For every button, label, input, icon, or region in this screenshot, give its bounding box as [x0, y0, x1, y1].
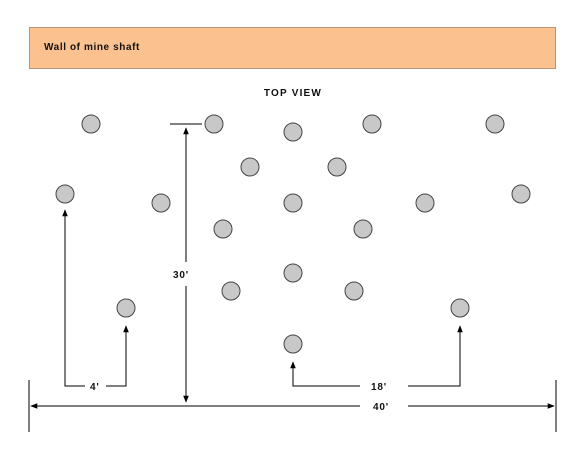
mine-shaft-wall: Wall of mine shaft — [29, 27, 556, 69]
view-title: TOP VIEW — [263, 88, 323, 99]
dimension-4ft: 4' — [62, 209, 129, 393]
hole — [204, 114, 224, 134]
hole — [81, 114, 101, 134]
dimension-arrow-center-hole — [290, 361, 360, 387]
hole — [344, 281, 364, 301]
hole — [327, 157, 347, 177]
blast-holes — [55, 114, 531, 354]
dimension-arrow-right-hole — [106, 325, 129, 387]
hole — [283, 122, 303, 142]
hole — [485, 114, 505, 134]
hole — [511, 184, 531, 204]
hole — [283, 263, 303, 283]
dimension-30ft: 30' — [170, 123, 202, 403]
hole — [362, 114, 382, 134]
dimension-arrow-left-hole — [62, 209, 85, 387]
hole — [283, 193, 303, 213]
hole — [415, 193, 435, 213]
hole — [353, 219, 373, 239]
hole — [213, 219, 233, 239]
dimension-18ft: 18' — [290, 325, 463, 393]
dimension-label-30: 30' — [173, 270, 189, 281]
hole — [55, 184, 75, 204]
wall-label: Wall of mine shaft — [44, 42, 140, 53]
hole — [116, 298, 136, 318]
dimension-label-4: 4' — [90, 382, 100, 393]
hole — [283, 334, 303, 354]
dimension-label-40: 40' — [373, 402, 389, 413]
hole — [450, 298, 470, 318]
hole — [240, 157, 260, 177]
hole — [221, 281, 241, 301]
dimension-label-18: 18' — [371, 382, 387, 393]
dimension-arrow-right-hole — [408, 325, 463, 387]
dimension-40ft: 40' — [28, 380, 557, 432]
hole — [151, 193, 171, 213]
